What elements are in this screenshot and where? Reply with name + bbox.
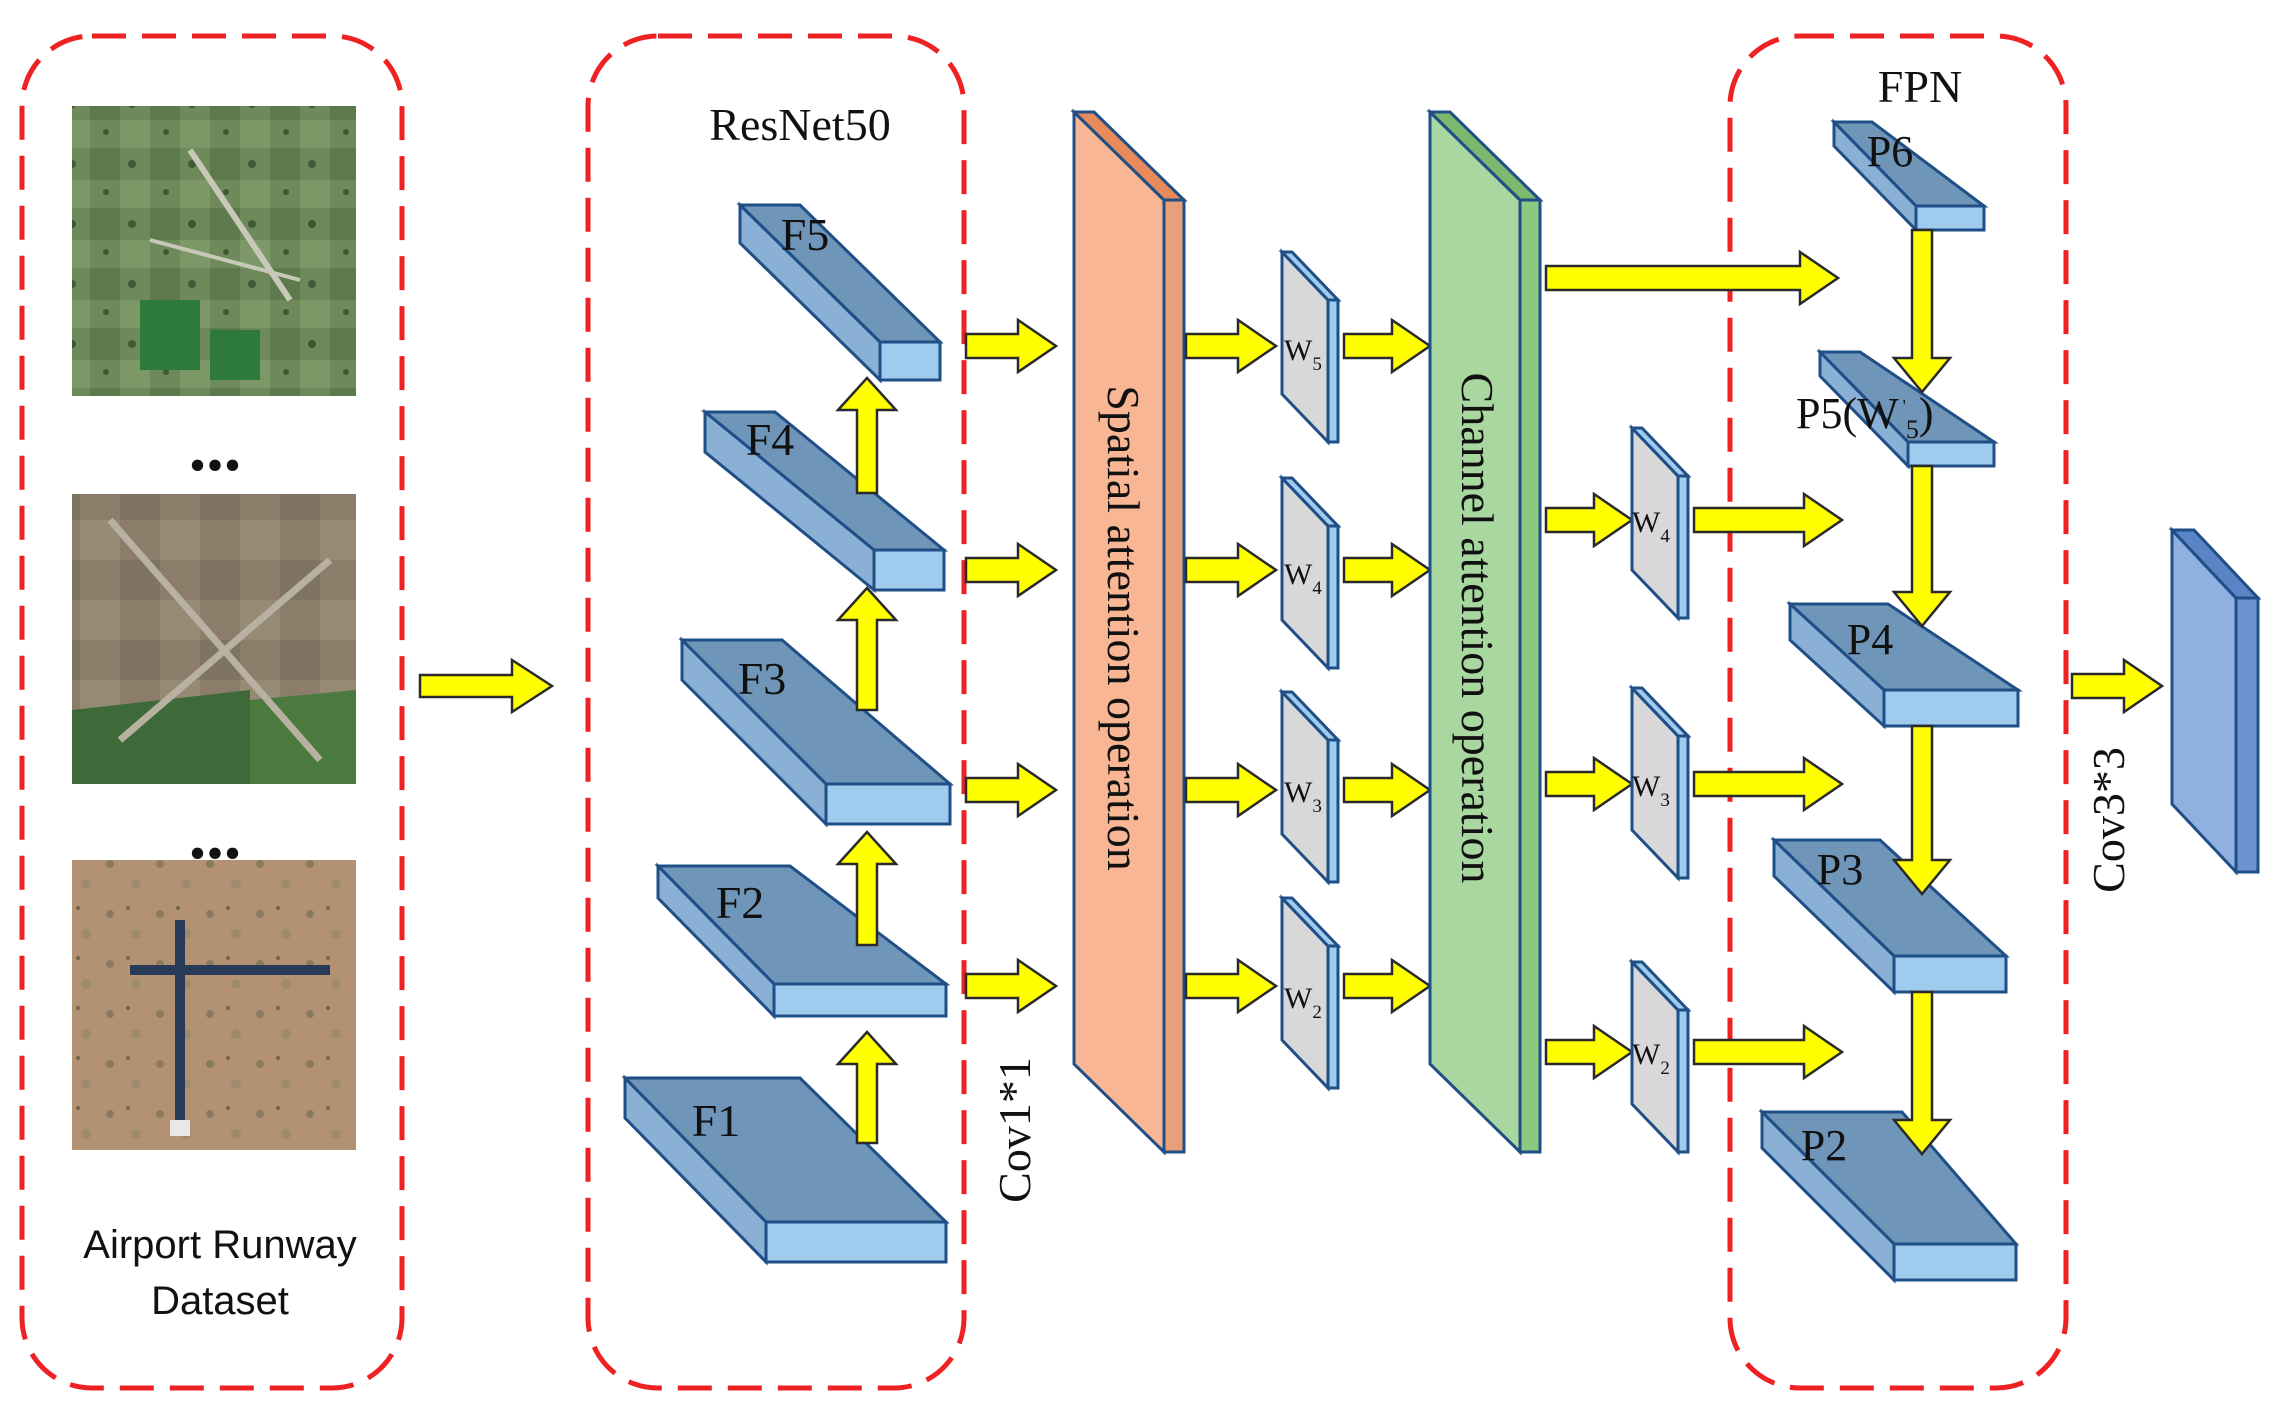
spatial-weight-w5-label: W5: [1284, 334, 1322, 375]
spatial-weight-w3-label: W3: [1284, 776, 1322, 817]
arrow-f2-spatial: [964, 957, 1059, 1015]
label-p5: P5(W'5): [1796, 389, 1934, 444]
arrow-p3-p2: [1891, 990, 1953, 1156]
arrow-spatial-w2: [1184, 957, 1279, 1015]
block-f5: [736, 201, 944, 384]
arrow-fpn-to-output: [2070, 657, 2165, 715]
conv3x3-label: Cov3*3: [2083, 747, 2134, 893]
runway-image-2: [72, 494, 356, 784]
spatial-weight-w4-label: W4: [1284, 558, 1322, 599]
label-p6: P6: [1867, 127, 1913, 176]
label-f5: F5: [781, 209, 830, 260]
channel-attention-block: [1426, 108, 1544, 1156]
runway-image-1: [72, 106, 356, 396]
arrow-channel-w3: [1544, 755, 1635, 813]
arrow-spatial-w3: [1184, 761, 1279, 819]
arrow-spatial-w5: [1184, 317, 1279, 375]
spatial-weight-w3: [1278, 688, 1342, 886]
channel-weight-w2-label: W2: [1632, 1038, 1670, 1079]
fpn-title: FPN: [1878, 61, 1962, 112]
spatial-weight-w2-label: W2: [1284, 982, 1322, 1023]
block-p4: [1786, 600, 2023, 730]
arrow-w2-channel: [1342, 957, 1433, 1015]
arrow-f3-spatial: [964, 761, 1059, 819]
arrow-w2-fpn: [1692, 1023, 1845, 1081]
arrow-channel-p6: [1544, 249, 1841, 307]
dataset-frame: [19, 33, 405, 1391]
arrow-w3-channel: [1342, 761, 1433, 819]
arrow-p4-p3: [1891, 724, 1953, 896]
dataset-label-line1: Airport Runway: [83, 1223, 356, 1267]
label-p2: P2: [1801, 1121, 1847, 1170]
block-f3: [678, 636, 955, 828]
arrow-w5-channel: [1342, 317, 1433, 375]
channel-weight-w3-label: W3: [1632, 770, 1670, 811]
block-f1: [621, 1074, 950, 1266]
spatial-weight-w2: [1278, 894, 1342, 1092]
arrow-w4-channel: [1342, 541, 1433, 599]
label-f2: F2: [716, 877, 765, 928]
spatial-weight-w5: [1278, 248, 1342, 446]
dataset-label-line2: Dataset: [151, 1279, 289, 1323]
arrow-p6-p5: [1891, 228, 1953, 394]
arrow-channel-w2: [1544, 1023, 1635, 1081]
arrow-dataset-to-resnet: [418, 657, 555, 715]
resnet-frame: [585, 33, 967, 1391]
arrow-f4-f5: [835, 376, 899, 495]
arrow-w3-fpn: [1692, 755, 1845, 813]
spatial-weight-w4: [1278, 474, 1342, 672]
spatial-attention-block: [1070, 108, 1188, 1156]
label-p4: P4: [1847, 615, 1893, 664]
label-f3: F3: [738, 653, 787, 704]
channel-attention-label: Channel attention operation: [1452, 373, 1503, 884]
arrow-p5-p4: [1891, 464, 1953, 628]
channel-weight-w4: [1628, 424, 1692, 622]
arrow-f3-f4: [835, 586, 899, 712]
channel-weight-w4-label: W4: [1632, 506, 1670, 547]
arrow-w4-fpn: [1692, 491, 1845, 549]
fpn-frame: [1727, 33, 2069, 1391]
block-p2: [1758, 1108, 2020, 1284]
block-f4: [700, 408, 949, 594]
label-f4: F4: [746, 414, 795, 465]
arrow-f4-spatial: [964, 541, 1059, 599]
resnet-title: ResNet50: [709, 99, 890, 150]
output-feature-block: [2168, 526, 2262, 876]
arrow-spatial-w4: [1184, 541, 1279, 599]
spatial-attention-label: Spatial attention operation: [1098, 385, 1149, 870]
runway-image-3: [72, 860, 356, 1150]
block-p3: [1770, 836, 2010, 996]
label-p3: P3: [1817, 845, 1863, 894]
channel-weight-w2: [1628, 958, 1692, 1156]
conv1x1-label: Cov1*1: [989, 1057, 1040, 1203]
arrow-channel-w4: [1544, 491, 1635, 549]
label-f1: F1: [692, 1095, 741, 1146]
block-p5: [1816, 348, 1999, 470]
channel-weight-w3: [1628, 684, 1692, 882]
arrow-f1-f2: [835, 1030, 899, 1145]
arrow-f5-spatial: [964, 317, 1059, 375]
block-f2: [654, 862, 951, 1020]
dataset-ellipsis-1: ...: [189, 409, 242, 486]
arrow-f2-f3: [835, 830, 899, 947]
